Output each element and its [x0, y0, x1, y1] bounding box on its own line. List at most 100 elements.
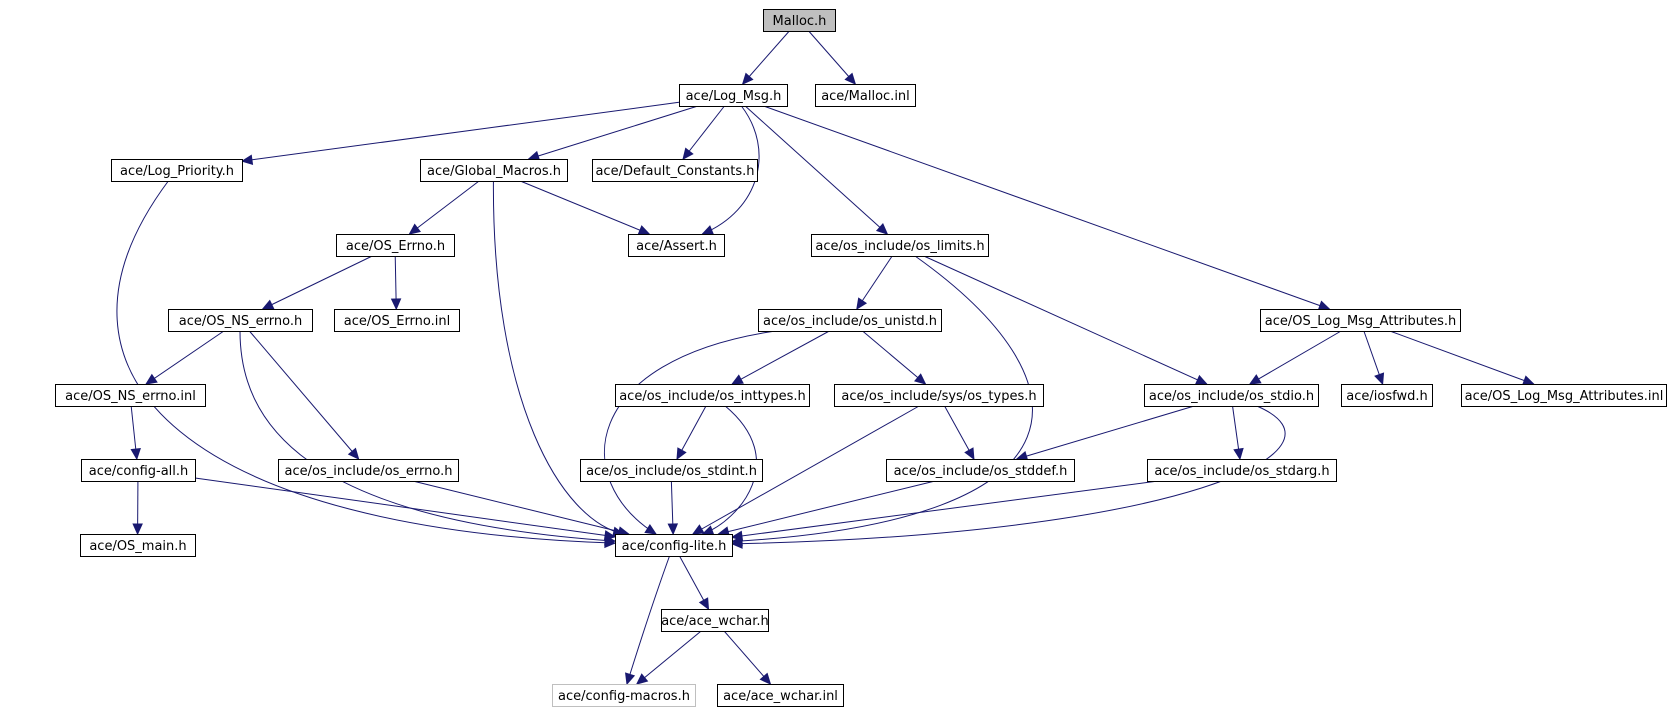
node-box — [552, 684, 696, 707]
edge-log_msg_h-to-default_constants_h — [682, 105, 725, 160]
edge-log_msg_h-to-os_log_msg_attributes_h — [763, 105, 1330, 310]
node-os-stdint-h[interactable]: ace/os_include/os_stdint.h — [580, 459, 763, 482]
edge-os_unistd_h-to-os_inttypes_h — [731, 330, 830, 385]
node-os-log-msg-attributes-inl[interactable]: ace/OS_Log_Msg_Attributes.inl — [1461, 384, 1667, 407]
node-box — [1144, 384, 1319, 407]
edge-os_limits_h-to-config_lite_h — [731, 255, 1033, 543]
arrowhead-malloc_h-to-log_msg_h — [741, 72, 754, 85]
arrowhead-os_limits_h-to-os_unistd_h — [856, 297, 868, 311]
node-label: ace/OS_Errno.h — [346, 239, 445, 254]
node-box — [80, 534, 196, 557]
node-label: ace/Default_Constants.h — [595, 164, 754, 179]
node-ace-wchar-h[interactable]: ace/ace_wchar.h — [661, 609, 769, 632]
node-box — [334, 309, 460, 332]
arrowhead-config_all_h-to-os_main_h — [132, 523, 143, 536]
node-ace-wchar-inl[interactable]: ace/ace_wchar.inl — [717, 684, 844, 707]
edge-os_stdio_h-to-config_lite_h — [731, 405, 1286, 545]
node-label: ace/config-all.h — [89, 464, 189, 479]
node-box — [811, 234, 989, 257]
edge-os_ns_errno_h-to-os_include_os_errno_h — [249, 330, 359, 460]
arrowhead-os_inttypes_h-to-os_stdint_h — [676, 447, 687, 461]
arrowhead-global_macros_h-to-os_errno_h — [408, 223, 421, 235]
edge-config_lite_h-to-config_macros_h — [626, 555, 670, 685]
node-box — [1260, 309, 1461, 332]
node-assert-h[interactable]: ace/Assert.h — [628, 234, 725, 257]
node-os-inttypes-h[interactable]: ace/os_include/os_inttypes.h — [615, 384, 810, 407]
node-os-limits-h[interactable]: ace/os_include/os_limits.h — [811, 234, 989, 257]
node-config-lite-h[interactable]: ace/config-lite.h — [615, 534, 733, 557]
node-box — [278, 459, 459, 482]
node-label: ace/OS_Log_Msg_Attributes.h — [1265, 314, 1456, 329]
node-os-ns-errno-inl[interactable]: ace/OS_NS_errno.inl — [55, 384, 206, 407]
node-os-stdarg-h[interactable]: ace/os_include/os_stdarg.h — [1147, 459, 1337, 482]
edge-os_stdio_h-to-os_stddef_h — [1016, 405, 1195, 460]
edge-log_msg_h-to-log_priority_h — [241, 101, 680, 162]
node-label: ace/os_include/os_stdio.h — [1149, 389, 1314, 404]
node-malloc-inl[interactable]: ace/Malloc.inl — [815, 84, 916, 107]
node-log-priority-h[interactable]: ace/Log_Priority.h — [111, 159, 243, 182]
arrowhead-os_unistd_h-to-os_inttypes_h — [731, 374, 744, 385]
node-box — [615, 534, 733, 557]
node-config-all-h[interactable]: ace/config-all.h — [81, 459, 196, 482]
node-global-macros-h[interactable]: ace/Global_Macros.h — [420, 159, 568, 182]
node-label: ace/config-lite.h — [622, 539, 727, 554]
node-label: ace/config-macros.h — [558, 689, 690, 704]
edge-os_unistd_h-to-os_types_h — [862, 330, 926, 385]
edge-os_types_h-to-config_lite_h — [692, 405, 920, 535]
arrowhead-os_errno_h-to-os_ns_errno_h — [261, 299, 275, 310]
arrowhead-os_unistd_h-to-config_lite_h — [644, 523, 658, 535]
node-os-stddef-h[interactable]: ace/os_include/os_stddef.h — [886, 459, 1075, 482]
arrowhead-os_log_msg_attributes_h-to-os_stdio_h — [1248, 374, 1262, 385]
node-label: ace/OS_NS_errno.h — [179, 314, 303, 329]
edge-os_limits_h-to-os_stdio_h — [923, 255, 1207, 385]
node-os-stdio-h[interactable]: ace/os_include/os_stdio.h — [1144, 384, 1319, 407]
node-label: ace/OS_Log_Msg_Attributes.inl — [1465, 389, 1664, 404]
node-iosfwd-h[interactable]: ace/iosfwd.h — [1341, 384, 1433, 407]
node-malloc-h[interactable]: Malloc.h — [763, 9, 836, 32]
node-os-errno-inl[interactable]: ace/OS_Errno.inl — [334, 309, 460, 332]
node-os-log-msg-attributes-h[interactable]: ace/OS_Log_Msg_Attributes.h — [1260, 309, 1461, 332]
node-box — [758, 309, 942, 332]
arrowhead-os_types_h-to-os_stddef_h — [964, 447, 975, 461]
edge-global_macros_h-to-os_errno_h — [409, 180, 480, 235]
edge-os_ns_errno_h-to-config_lite_h — [239, 330, 616, 542]
node-default-constants-h[interactable]: ace/Default_Constants.h — [592, 159, 758, 182]
arrowhead-log_msg_h-to-assert_h — [701, 225, 715, 235]
node-os-main-h[interactable]: ace/OS_main.h — [80, 534, 196, 557]
arrowhead-log_msg_h-to-os_log_msg_attributes_h — [1317, 300, 1331, 311]
node-box — [661, 609, 769, 632]
node-os-ns-errno-h[interactable]: ace/OS_NS_errno.h — [168, 309, 313, 332]
node-box — [1147, 459, 1337, 482]
edge-log_msg_h-to-os_limits_h — [744, 105, 888, 235]
edge-global_macros_h-to-config_lite_h — [492, 180, 624, 535]
node-label: ace/OS_Errno.inl — [344, 314, 450, 329]
node-box — [1461, 384, 1667, 407]
node-box — [55, 384, 206, 407]
node-log-msg-h[interactable]: ace/Log_Msg.h — [679, 84, 788, 107]
arrowhead-ace_wchar_h-to-ace_wchar_inl — [759, 672, 772, 685]
node-box — [336, 234, 455, 257]
node-config-macros-h[interactable]: ace/config-macros.h — [552, 684, 696, 707]
arrowhead-config_all_h-to-config_lite_h — [603, 530, 617, 541]
node-os-unistd-h[interactable]: ace/os_include/os_unistd.h — [758, 309, 942, 332]
node-os-types-h[interactable]: ace/os_include/sys/os_types.h — [834, 384, 1044, 407]
arrowhead-os_errno_h-to-os_errno_inl — [390, 298, 402, 311]
node-os-include-os-errno-h[interactable]: ace/os_include/os_errno.h — [278, 459, 459, 482]
arrowhead-os_unistd_h-to-os_types_h — [914, 373, 927, 385]
edge-ace_wchar_h-to-ace_wchar_inl — [723, 630, 771, 685]
node-os-errno-h[interactable]: ace/OS_Errno.h — [336, 234, 455, 257]
node-label: ace/iosfwd.h — [1346, 389, 1427, 404]
arrowhead-ace_wchar_h-to-config_macros_h — [635, 673, 649, 685]
arrowhead-malloc_h-to-malloc_inl — [844, 72, 857, 85]
arrowhead-os_stdio_h-to-os_stdarg_h — [1233, 447, 1244, 461]
node-label: ace/os_include/os_limits.h — [815, 239, 984, 254]
arrowhead-os_types_h-to-config_lite_h — [691, 524, 705, 535]
arrowhead-os_log_msg_attributes_h-to-iosfwd_h — [1374, 372, 1385, 386]
arrowhead-os_stdio_h-to-config_lite_h — [730, 538, 743, 549]
edge-os_ns_errno_h-to-os_ns_errno_inl — [145, 330, 225, 385]
node-box — [628, 234, 725, 257]
arrowhead-os_ns_errno_inl-to-config_all_h — [130, 447, 141, 461]
edge-os_unistd_h-to-config_lite_h — [603, 330, 776, 535]
node-layer: Malloc.h ace/Log_Msg.h ace/Malloc.inl ace/L… — [55, 9, 1667, 707]
